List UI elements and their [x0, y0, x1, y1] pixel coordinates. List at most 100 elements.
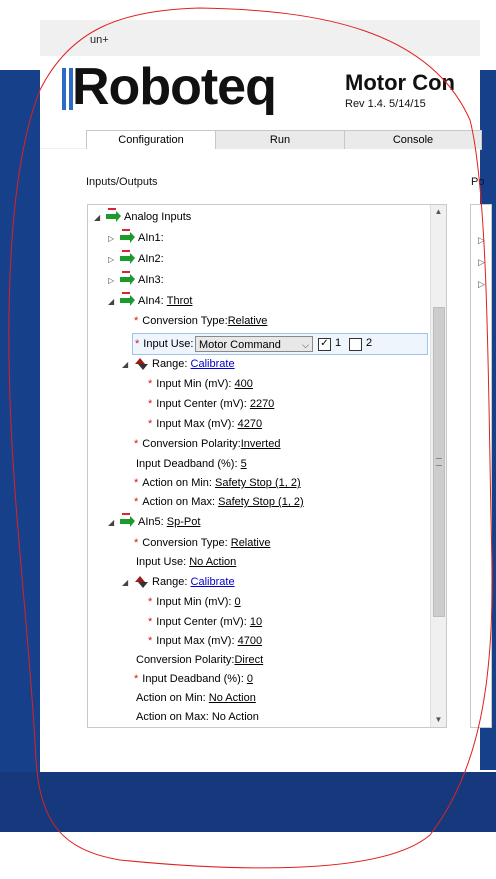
input-center-label: Input Center (mV):: [156, 616, 247, 628]
collapse-arrow-icon[interactable]: ◢: [108, 297, 115, 306]
collapse-arrow-icon[interactable]: ◢: [94, 213, 101, 222]
ain4-action-on-min: *Action on Min: Safety Stop (1, 2): [134, 474, 301, 492]
analog-input-icon: [120, 229, 135, 244]
input-min-value[interactable]: 400: [234, 378, 253, 390]
conversion-polarity-value[interactable]: Direct: [234, 654, 264, 666]
ain4-input-use-row[interactable]: *Input Use: Motor Command ⌵ ✓ 1 2: [132, 333, 428, 355]
scroll-down-icon[interactable]: ▼: [434, 715, 443, 724]
configuration-panel: Inputs/Outputs Po ◢Analog Inputs ▷AIn1: …: [40, 149, 492, 772]
input-center-value[interactable]: 10: [249, 616, 263, 628]
required-asterisk: *: [135, 338, 140, 350]
ain5-conversion-type: *Conversion Type: Relative: [134, 534, 271, 552]
required-asterisk: *: [148, 616, 153, 628]
config-tree[interactable]: ◢ Analog Inputs ▷ AIn1: ▷AIn2: ▷ AIn3: ◢ AIn…: [87, 204, 447, 728]
tree-node-ain4[interactable]: ◢ AIn4: Throt: [108, 292, 192, 310]
scrollbar-thumb[interactable]: [433, 307, 445, 617]
expand-arrow-icon[interactable]: ▷: [478, 257, 485, 267]
ain4-input-deadband: Input Deadband (%): 5: [136, 455, 247, 473]
chevron-down-icon: ⌵: [302, 340, 309, 350]
ain5-input-min: *Input Min (mV): 0: [148, 593, 241, 611]
required-asterisk: *: [134, 438, 139, 450]
tree-node-ain1[interactable]: ▷ AIn1:: [108, 229, 164, 247]
right-tree-expanders: ▷ ▷ ▷: [478, 229, 485, 295]
action-on-min-value[interactable]: No Action: [208, 692, 256, 704]
analog-input-icon: [120, 271, 135, 286]
collapse-arrow-icon[interactable]: ◢: [108, 518, 115, 527]
expand-arrow-icon[interactable]: ▷: [108, 276, 115, 285]
ain1-label: AIn1:: [138, 232, 164, 244]
taskbar-area: [0, 772, 496, 832]
tab-run[interactable]: Run: [215, 130, 345, 150]
analog-inputs-label: Analog Inputs: [124, 211, 192, 223]
tree-node-ain3[interactable]: ▷ AIn3:: [108, 271, 164, 289]
conversion-type-value[interactable]: Relative: [227, 315, 268, 327]
collapse-arrow-icon[interactable]: ◢: [122, 360, 129, 369]
scroll-up-icon[interactable]: ▲: [434, 207, 443, 216]
app-revision: Rev 1.4. 5/14/15: [345, 98, 426, 110]
input-deadband-value[interactable]: 0: [246, 673, 253, 685]
required-asterisk: *: [148, 378, 153, 390]
input-use-selected: Motor Command: [199, 339, 281, 351]
required-asterisk: *: [148, 418, 153, 430]
input-max-value[interactable]: 4270: [237, 418, 263, 430]
ain4-conversion-polarity: *Conversion Polarity:Inverted: [134, 435, 280, 453]
calibrate-link[interactable]: Calibrate: [190, 576, 235, 588]
tab-console[interactable]: Console: [344, 130, 482, 150]
desktop-left-edge: [0, 70, 40, 790]
input-use-select[interactable]: Motor Command ⌵: [195, 336, 313, 352]
analog-input-icon: [120, 513, 135, 528]
analog-input-icon: [120, 250, 135, 265]
required-asterisk: *: [148, 398, 153, 410]
window-title: un+: [90, 34, 109, 46]
app-window: un+ Roboteq Motor Con Rev 1.4. 5/14/15 C…: [40, 20, 492, 772]
input-use-value[interactable]: No Action: [189, 556, 237, 568]
ain5-name-value[interactable]: Sp-Pot: [166, 516, 201, 528]
input-min-value[interactable]: 0: [234, 596, 241, 608]
input-center-label: Input Center (mV):: [156, 398, 247, 410]
input-deadband-label: Input Deadband (%):: [142, 673, 244, 685]
channel-1-label: 1: [335, 337, 342, 349]
input-deadband-label: Input Deadband (%):: [136, 458, 238, 470]
tree-node-ain5[interactable]: ◢ AIn5: Sp-Pot: [108, 513, 200, 531]
tree-scrollbar[interactable]: ▲ ▼: [430, 205, 446, 727]
required-asterisk: *: [148, 596, 153, 608]
calibrate-link[interactable]: Calibrate: [190, 358, 235, 370]
action-on-max-value[interactable]: No Action: [211, 711, 259, 723]
expand-arrow-icon[interactable]: ▷: [108, 234, 115, 243]
tree-node-ain2[interactable]: ▷AIn2:: [108, 250, 164, 268]
conversion-type-label: Conversion Type:: [142, 315, 228, 327]
channel-2-checkbox[interactable]: [349, 338, 362, 351]
required-asterisk: *: [134, 477, 139, 489]
required-asterisk: *: [134, 315, 139, 327]
expand-arrow-icon[interactable]: ▷: [478, 235, 485, 245]
channel-1-checkbox[interactable]: ✓: [318, 338, 331, 351]
action-on-min-value[interactable]: Safety Stop (1, 2): [215, 477, 301, 489]
logo-text: Roboteq: [72, 58, 277, 116]
ain4-label: AIn4:: [138, 295, 164, 307]
range-icon: [134, 358, 148, 371]
ain5-label: AIn5:: [138, 516, 164, 528]
tree-node-analog-inputs[interactable]: ◢ Analog Inputs: [94, 208, 191, 226]
ain4-input-min: *Input Min (mV): 400: [148, 375, 253, 393]
input-use-text: *Input Use:: [135, 335, 193, 353]
ain5-range: ◢Range: Calibrate: [122, 573, 235, 591]
ain5-action-on-min: Action on Min: No Action: [136, 689, 256, 707]
input-min-label: Input Min (mV):: [156, 596, 232, 608]
input-max-value[interactable]: 4700: [237, 635, 263, 647]
expand-arrow-icon[interactable]: ▷: [108, 255, 115, 264]
conversion-type-value[interactable]: Relative: [230, 537, 271, 549]
app-title: Motor Con: [345, 70, 455, 95]
tab-configuration[interactable]: Configuration: [86, 130, 216, 151]
input-deadband-value[interactable]: 5: [240, 458, 247, 470]
collapse-arrow-icon[interactable]: ◢: [122, 578, 129, 587]
conversion-polarity-value[interactable]: Inverted: [240, 438, 281, 450]
ain4-name-value[interactable]: Throt: [166, 295, 193, 307]
range-icon: [134, 576, 148, 589]
roboteq-logo: Roboteq: [72, 57, 277, 117]
ain3-label: AIn3:: [138, 274, 164, 286]
action-on-max-value[interactable]: Safety Stop (1, 2): [218, 496, 304, 508]
input-center-value[interactable]: 2270: [249, 398, 275, 410]
input-min-label: Input Min (mV):: [156, 378, 232, 390]
expand-arrow-icon[interactable]: ▷: [478, 279, 485, 289]
analog-input-icon: [120, 292, 135, 307]
